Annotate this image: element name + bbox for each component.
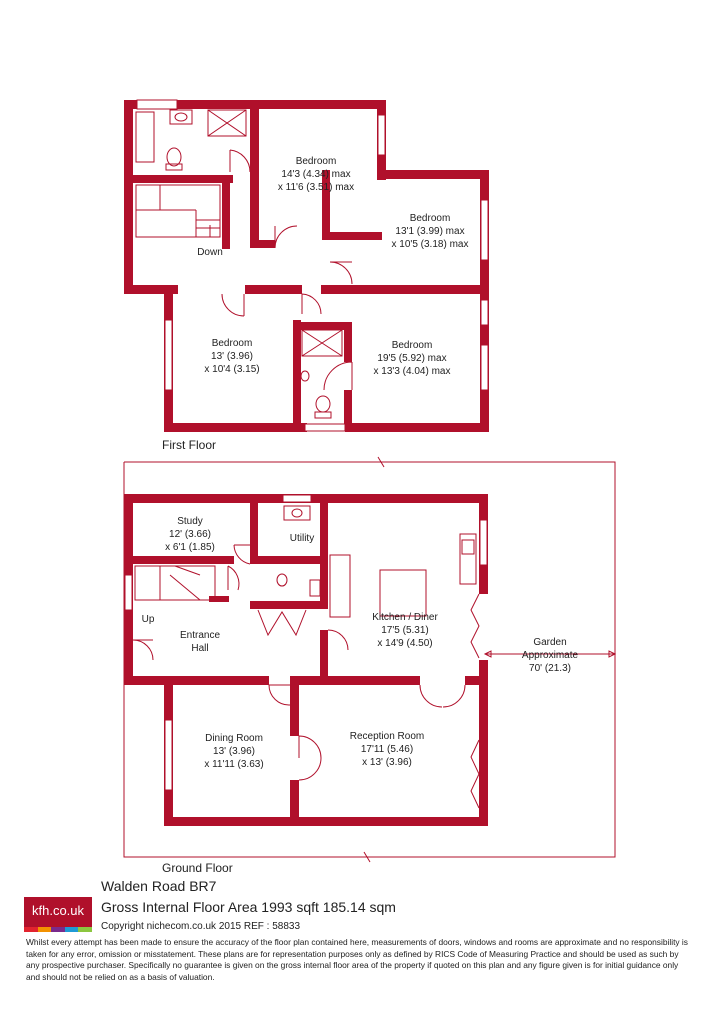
svg-text:Study: Study [177,516,203,527]
svg-text:13' (3.96): 13' (3.96) [213,746,255,757]
room-reception-room: Reception Room 17'11 (5.46) x 13' (3.96) [350,731,424,768]
logo-color-1 [24,927,38,932]
logo-color-3 [51,927,65,932]
room-study: Study 12' (3.66) x 6'1 (1.85) [165,516,215,553]
svg-text:Bedroom: Bedroom [212,338,253,349]
svg-text:Kitchen / Diner: Kitchen / Diner [372,612,438,623]
svg-text:13' (3.96): 13' (3.96) [211,351,253,362]
svg-text:x 13' (3.96): x 13' (3.96) [362,757,412,768]
room-bedroom-4: Bedroom 19'5 (5.92) max x 13'3 (4.04) ma… [374,340,451,377]
svg-text:Dining Room: Dining Room [205,733,263,744]
ground-floor-label: Ground Floor [162,861,233,875]
svg-text:x 11'11 (3.63): x 11'11 (3.63) [204,759,263,770]
property-title: Walden Road BR7 [101,878,217,894]
svg-text:17'5 (5.31): 17'5 (5.31) [381,625,429,636]
first-floor-plan: Bedroom 14'3 (4.34) max x 11'6 (3.51) ma… [124,99,489,452]
svg-text:x 14'9 (4.50): x 14'9 (4.50) [377,638,432,649]
room-dining-room: Dining Room 13' (3.96) x 11'11 (3.63) [204,733,263,770]
svg-text:13'1 (3.99) max: 13'1 (3.99) max [395,226,464,237]
stairs-up-label: Up [142,614,155,625]
room-bedroom-2: Bedroom 13'1 (3.99) max x 10'5 (3.18) ma… [392,213,469,250]
garden-boundary [123,461,616,858]
svg-text:Bedroom: Bedroom [392,340,433,351]
kfh-logo[interactable]: kfh.co.uk [24,897,92,932]
floor-area: Gross Internal Floor Area 1993 sqft 185.… [101,899,396,915]
svg-text:19'5 (5.92) max: 19'5 (5.92) max [377,353,446,364]
disclaimer-text: Whilst every attempt has been made to en… [26,937,688,982]
room-kitchen-diner: Kitchen / Diner 17'5 (5.31) x 14'9 (4.50… [372,612,438,649]
svg-text:Garden: Garden [533,637,566,648]
room-utility: Utility [290,533,314,544]
logo-color-bar [24,927,92,932]
copyright-ref: Copyright nichecom.co.uk 2015 REF : 5883… [101,921,300,932]
floor-plan: Bedroom 14'3 (4.34) max x 11'6 (3.51) ma… [123,99,617,875]
svg-text:Bedroom: Bedroom [410,213,451,224]
logo-color-4 [64,927,79,932]
svg-text:14'3 (4.34) max: 14'3 (4.34) max [281,169,350,180]
logo-text: kfh.co.uk [31,903,85,918]
stairs-down-label: Down [197,247,223,258]
svg-text:Approximate: Approximate [522,650,579,661]
svg-text:70' (21.3): 70' (21.3) [529,663,571,674]
first-floor-label: First Floor [162,438,216,452]
svg-text:Entrance: Entrance [180,630,220,641]
svg-text:x 10'4 (3.15): x 10'4 (3.15) [204,364,259,375]
svg-text:12' (3.66): 12' (3.66) [169,529,211,540]
svg-text:x 10'5 (3.18) max: x 10'5 (3.18) max [392,239,469,250]
garden-label: Garden Approximate 70' (21.3) [522,637,579,674]
room-entrance-hall: Entrance Hall [180,630,220,654]
logo-color-5 [78,927,92,932]
logo-color-2 [37,927,52,932]
svg-text:Bedroom: Bedroom [296,156,337,167]
svg-text:17'11 (5.46): 17'11 (5.46) [361,744,413,755]
room-bedroom-1: Bedroom 14'3 (4.34) max x 11'6 (3.51) ma… [278,156,354,193]
svg-text:x 11'6 (3.51) max: x 11'6 (3.51) max [278,182,354,193]
ground-floor-plan: Study 12' (3.66) x 6'1 (1.85) Utility En… [123,456,617,875]
svg-text:Hall: Hall [191,643,208,654]
svg-text:x 13'3 (4.04) max: x 13'3 (4.04) max [374,366,451,377]
room-bedroom-3: Bedroom 13' (3.96) x 10'4 (3.15) [204,338,259,375]
svg-text:Reception Room: Reception Room [350,731,424,742]
svg-text:x 6'1 (1.85): x 6'1 (1.85) [165,542,215,553]
